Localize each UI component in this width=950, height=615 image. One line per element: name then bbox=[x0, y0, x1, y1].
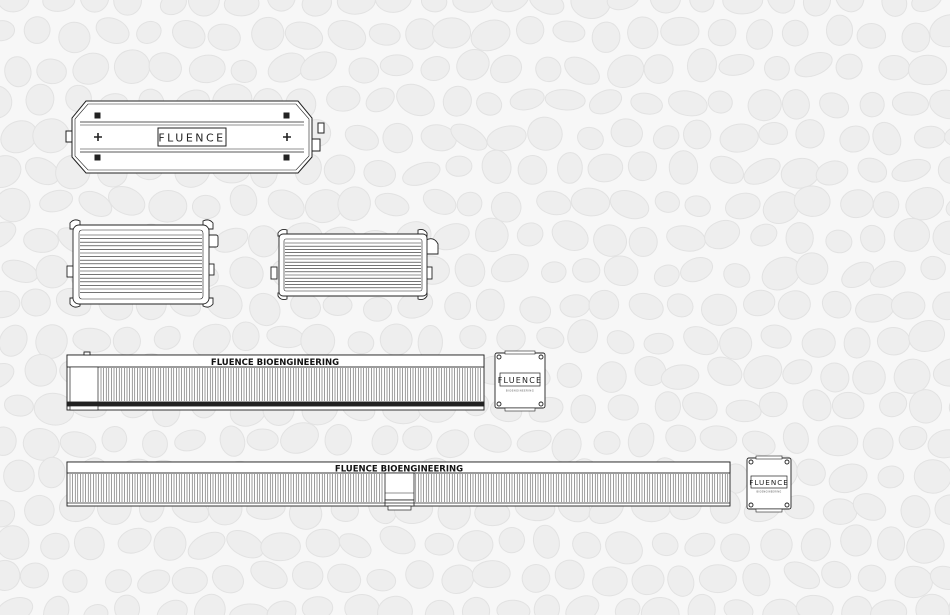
screw bbox=[539, 355, 543, 359]
screw bbox=[749, 503, 753, 507]
bar-brand-label: FLUENCE BIOENGINEERING bbox=[211, 358, 339, 368]
finned-module-right bbox=[271, 229, 438, 299]
driver-sub-text: BIOENGINEERING bbox=[756, 491, 781, 494]
end-tab bbox=[84, 352, 90, 355]
end-cap bbox=[70, 367, 98, 403]
mount-hole bbox=[95, 155, 100, 160]
right-connector-bottom bbox=[312, 139, 320, 151]
screw bbox=[785, 460, 789, 464]
medium-light-bar: FLUENCE BIOENGINEERING bbox=[67, 352, 484, 410]
finned-module-left bbox=[67, 220, 218, 307]
fixture-top-view: FLUENCE bbox=[66, 101, 324, 173]
center-mount-tab bbox=[388, 506, 411, 510]
driver-box-1: FLUENCE BIOENGINEERING bbox=[495, 351, 545, 411]
driver-logo-text: FLUENCE bbox=[749, 478, 789, 487]
driver-logo-text: FLUENCE bbox=[498, 376, 543, 385]
screw bbox=[749, 460, 753, 464]
driver-sub-text: BIOENGINEERING bbox=[506, 389, 534, 393]
right-connector-top bbox=[318, 123, 324, 133]
left-connector bbox=[66, 131, 72, 142]
long-light-bar: FLUENCE BIOENGINEERING bbox=[67, 462, 730, 510]
screw bbox=[785, 503, 789, 507]
center-junction-box bbox=[385, 473, 414, 500]
bar-bottom-rail bbox=[67, 402, 484, 406]
screw bbox=[539, 402, 543, 406]
cable-gland bbox=[208, 235, 218, 247]
fixture-logo-text: FLUENCE bbox=[158, 132, 225, 145]
cable-gland bbox=[426, 239, 438, 254]
screw bbox=[497, 402, 501, 406]
left-connector bbox=[271, 267, 277, 279]
driver-box-2: FLUENCE BIOENGINEERING bbox=[747, 456, 791, 512]
mount-hole bbox=[95, 113, 100, 118]
mount-hole bbox=[284, 155, 289, 160]
screw bbox=[497, 355, 501, 359]
mount-hole bbox=[284, 113, 289, 118]
